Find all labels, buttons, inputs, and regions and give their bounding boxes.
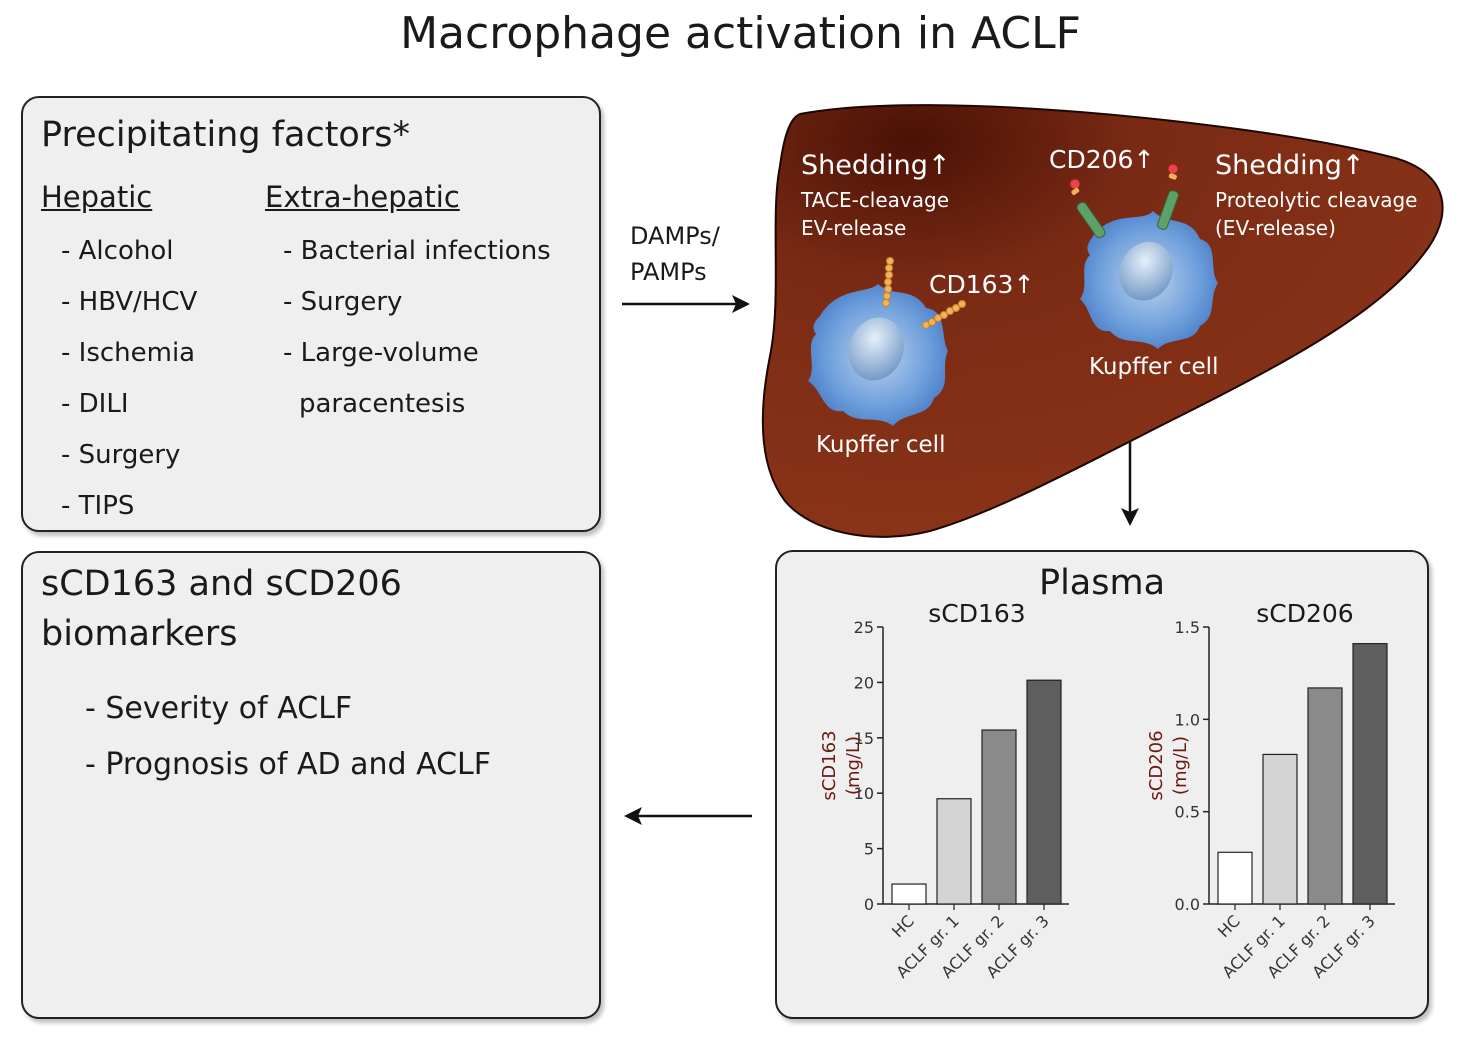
list-item: - Prognosis of AD and ACLF <box>85 747 491 782</box>
cd206-text: CD206 <box>1049 145 1134 174</box>
right-shedding-text: Shedding <box>1215 150 1342 181</box>
list-item: - Alcohol <box>61 236 174 266</box>
bar <box>1026 679 1062 905</box>
damps-text: DAMPs/ <box>630 222 720 250</box>
hepatic-list: - Alcohol - HBV/HCV - Ischemia - DILI - … <box>61 226 197 532</box>
precipitating-factors-panel: Precipitating factors* Hepatic Extra-hep… <box>21 96 601 532</box>
y-axis-label: sCD163 <box>819 730 840 800</box>
ev-release-paren-text: (EV-release) <box>1215 216 1336 240</box>
biomarkers-heading: sCD163 and sCD206 biomarkers <box>41 559 402 659</box>
y-tick-label: 1.0 <box>1175 710 1200 729</box>
up-arrow-icon: ↑ <box>1341 150 1365 181</box>
cd163-receptor-diagonal <box>922 300 966 329</box>
figure-title: Macrophage activation in ACLF <box>400 8 1081 59</box>
y-tick-label: 0 <box>864 895 874 914</box>
chart-title: sCD206 <box>1256 599 1353 628</box>
y-tick-label: 5 <box>864 840 874 859</box>
bar <box>1217 851 1253 905</box>
hepatic-heading: Hepatic <box>41 180 153 214</box>
damps-pamps-label: DAMPs/ PAMPs <box>630 218 720 290</box>
y-tick-label: 0.5 <box>1175 803 1200 822</box>
y-axis-label: (mg/L) <box>1170 736 1191 795</box>
y-tick-label: 10 <box>854 784 874 803</box>
cd163-receptor-vertical <box>882 257 894 307</box>
chart-title: sCD163 <box>928 599 1025 628</box>
biomarkers-heading-line2: biomarkers <box>41 614 238 654</box>
bar <box>936 798 972 905</box>
y-tick-label: 0.0 <box>1175 895 1200 914</box>
tace-cleavage-text: TACE-cleavage <box>801 188 950 212</box>
bar <box>891 883 927 905</box>
precipitating-heading: Precipitating factors* <box>41 115 410 155</box>
list-item: - Surgery <box>61 440 181 470</box>
left-mechanisms: TACE-cleavage EV-release <box>801 186 949 242</box>
right-shedding-label: Shedding↑ <box>1215 150 1365 181</box>
list-item: - Ischemia <box>61 338 196 368</box>
bar <box>1307 687 1343 905</box>
extra-hepatic-list: - Bacterial infections - Surgery - Large… <box>283 226 551 430</box>
list-item: - HBV/HCV <box>61 287 198 317</box>
plasma-heading: Plasma <box>1038 563 1166 603</box>
y-tick-label: 15 <box>854 729 874 748</box>
cd163-label: CD163↑ <box>929 270 1034 299</box>
kupffer-cell-left-label: Kupffer cell <box>816 432 946 458</box>
cd206-receptor-right <box>1157 163 1179 230</box>
arrow-to-plasma <box>1121 440 1139 526</box>
arrow-to-liver <box>622 295 750 313</box>
y-tick-label: 20 <box>854 673 874 692</box>
ev-release-text: EV-release <box>801 216 907 240</box>
up-arrow-icon: ↑ <box>927 150 951 181</box>
cd206-label: CD206↑ <box>1049 145 1154 174</box>
arrow-to-biomarkers <box>624 807 752 825</box>
cd163-text: CD163 <box>929 270 1014 299</box>
list-item: paracentesis <box>299 389 466 419</box>
pamps-text: PAMPs <box>630 258 707 286</box>
y-axis-label: (mg/L) <box>843 736 864 795</box>
x-tick-label: HC <box>888 911 918 941</box>
extra-hepatic-heading: Extra-hepatic <box>265 180 460 214</box>
y-tick-label: 25 <box>854 618 874 637</box>
liver-illustration <box>761 104 1444 538</box>
left-shedding-label: Shedding↑ <box>801 150 951 181</box>
left-shedding-text: Shedding <box>801 150 928 181</box>
bar <box>981 729 1017 905</box>
right-mechanisms: Proteolytic cleavage (EV-release) <box>1215 186 1417 242</box>
list-item: - Bacterial infections <box>283 236 551 266</box>
kupffer-cell-left <box>808 284 948 426</box>
x-tick-label: HC <box>1214 911 1244 941</box>
list-item: - TIPS <box>61 491 135 521</box>
biomarkers-heading-line1: sCD163 and sCD206 <box>41 564 402 604</box>
up-arrow-icon: ↑ <box>1133 145 1155 174</box>
list-item: - Severity of ACLF <box>85 691 353 726</box>
up-arrow-icon: ↑ <box>1013 270 1035 299</box>
kupffer-cell-right <box>1080 211 1218 349</box>
biomarkers-panel: sCD163 and sCD206 biomarkers - Severity … <box>21 551 601 1019</box>
y-tick-label: 1.5 <box>1175 618 1200 637</box>
cd206-receptor-left <box>1069 178 1106 239</box>
bar <box>1352 643 1388 905</box>
y-axis-label: sCD206 <box>1146 730 1167 800</box>
kupffer-cell-right-label: Kupffer cell <box>1089 354 1219 380</box>
list-item: - DILI <box>61 389 129 419</box>
proteolytic-cleavage-text: Proteolytic cleavage <box>1215 188 1418 212</box>
list-item: - Surgery <box>283 287 403 317</box>
bar <box>1262 753 1298 905</box>
biomarkers-list: - Severity of ACLF - Prognosis of AD and… <box>85 681 491 793</box>
list-item: - Large-volume <box>283 338 479 368</box>
